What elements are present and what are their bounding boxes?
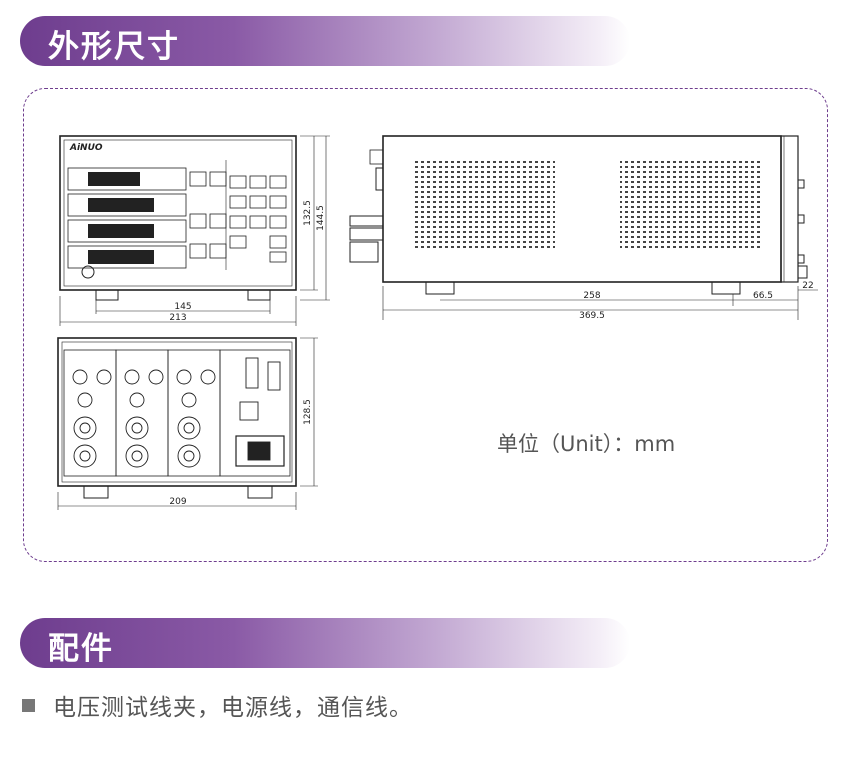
accessories-section-title: 配件 <box>48 631 114 667</box>
dim-rear-height: 128.5 <box>303 399 313 425</box>
unit-label: 单位（Unit）：mm <box>497 432 676 456</box>
dim-side-depth-body: 258 <box>583 291 600 301</box>
rear-panel-outline <box>57 337 297 487</box>
dim-front-height: 132.5 <box>303 200 313 226</box>
dim-front-inner-width: 145 <box>174 302 191 312</box>
dimensions-section-title: 外形尺寸 <box>48 29 180 65</box>
drawing-frame <box>23 88 828 562</box>
dim-front-outer-width: 213 <box>169 313 186 323</box>
vent-grille-right <box>620 160 760 250</box>
front-view <box>59 135 330 326</box>
brand-logo: AiNUO <box>69 143 103 153</box>
vent-grille-left <box>415 160 555 250</box>
dim-side-foot: 22 <box>802 281 813 291</box>
dim-side-rear-ext: 66.5 <box>753 291 773 301</box>
accessories-list-item: 电压测试线夹，电源线，通信线。 <box>22 690 413 721</box>
dimensions-section-banner: 外形尺寸 <box>20 16 630 66</box>
dim-side-depth-total: 369.5 <box>579 311 605 321</box>
dim-front-height-total: 144.5 <box>316 205 326 231</box>
rear-view <box>57 337 318 510</box>
bullet-square-icon <box>22 698 35 712</box>
side-view <box>349 135 818 320</box>
dim-rear-width: 209 <box>169 497 186 507</box>
front-panel-outline <box>59 135 297 291</box>
accessories-text: 电压测试线夹，电源线，通信线。 <box>53 695 413 721</box>
accessories-section-banner: 配件 <box>20 618 630 668</box>
